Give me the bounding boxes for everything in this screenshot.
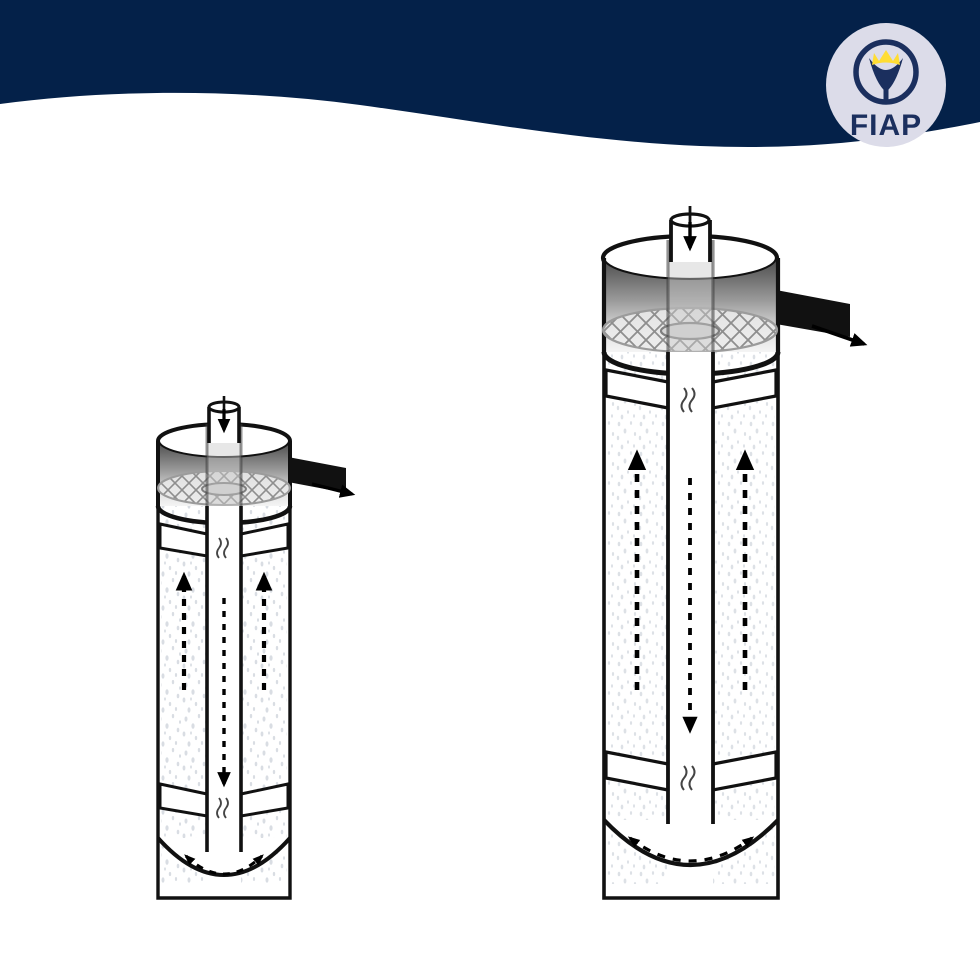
large-downcomer-walls	[666, 352, 715, 824]
small-riser-right-texture	[241, 506, 287, 884]
fiap-logo[interactable]: FIAP	[824, 22, 948, 148]
small-pipe-chamber-edges	[205, 424, 243, 506]
header-wave-shape	[0, 0, 980, 147]
large-outlet-arrow	[811, 324, 868, 347]
large-bottom-circulation	[627, 836, 755, 863]
large-deflector-plate	[659, 321, 721, 341]
small-outlet-arrow	[311, 482, 356, 498]
large-airlift-reactor	[600, 206, 868, 900]
large-riser-flow-arrows	[627, 449, 755, 690]
logo-outer-ring	[853, 39, 919, 105]
small-downcomer-walls	[205, 506, 243, 852]
large-pipe-chamber-edges	[666, 240, 715, 352]
large-inlet-pipe-walls	[669, 220, 712, 262]
small-deflector-plate	[201, 482, 247, 496]
large-outlet-chute	[776, 290, 850, 337]
small-airlift-reactor	[155, 396, 356, 900]
small-riser-left-texture	[161, 506, 207, 884]
small-bottom-circulation	[184, 854, 264, 876]
small-break-symbols	[216, 537, 229, 819]
small-mesh-disc	[157, 470, 291, 506]
small-outlet	[288, 457, 356, 498]
large-outlet	[776, 290, 868, 347]
crown-icon	[872, 50, 900, 65]
small-outlet-chute	[288, 457, 346, 493]
logo-mark	[853, 39, 919, 105]
large-band-separators	[604, 368, 778, 792]
logo-wordmark: FIAP	[850, 109, 922, 142]
large-break-symbols	[680, 387, 696, 791]
large-mesh-disc	[601, 306, 779, 354]
small-inlet-pipe-walls	[207, 407, 241, 443]
small-riser-flow-arrows	[175, 571, 273, 690]
